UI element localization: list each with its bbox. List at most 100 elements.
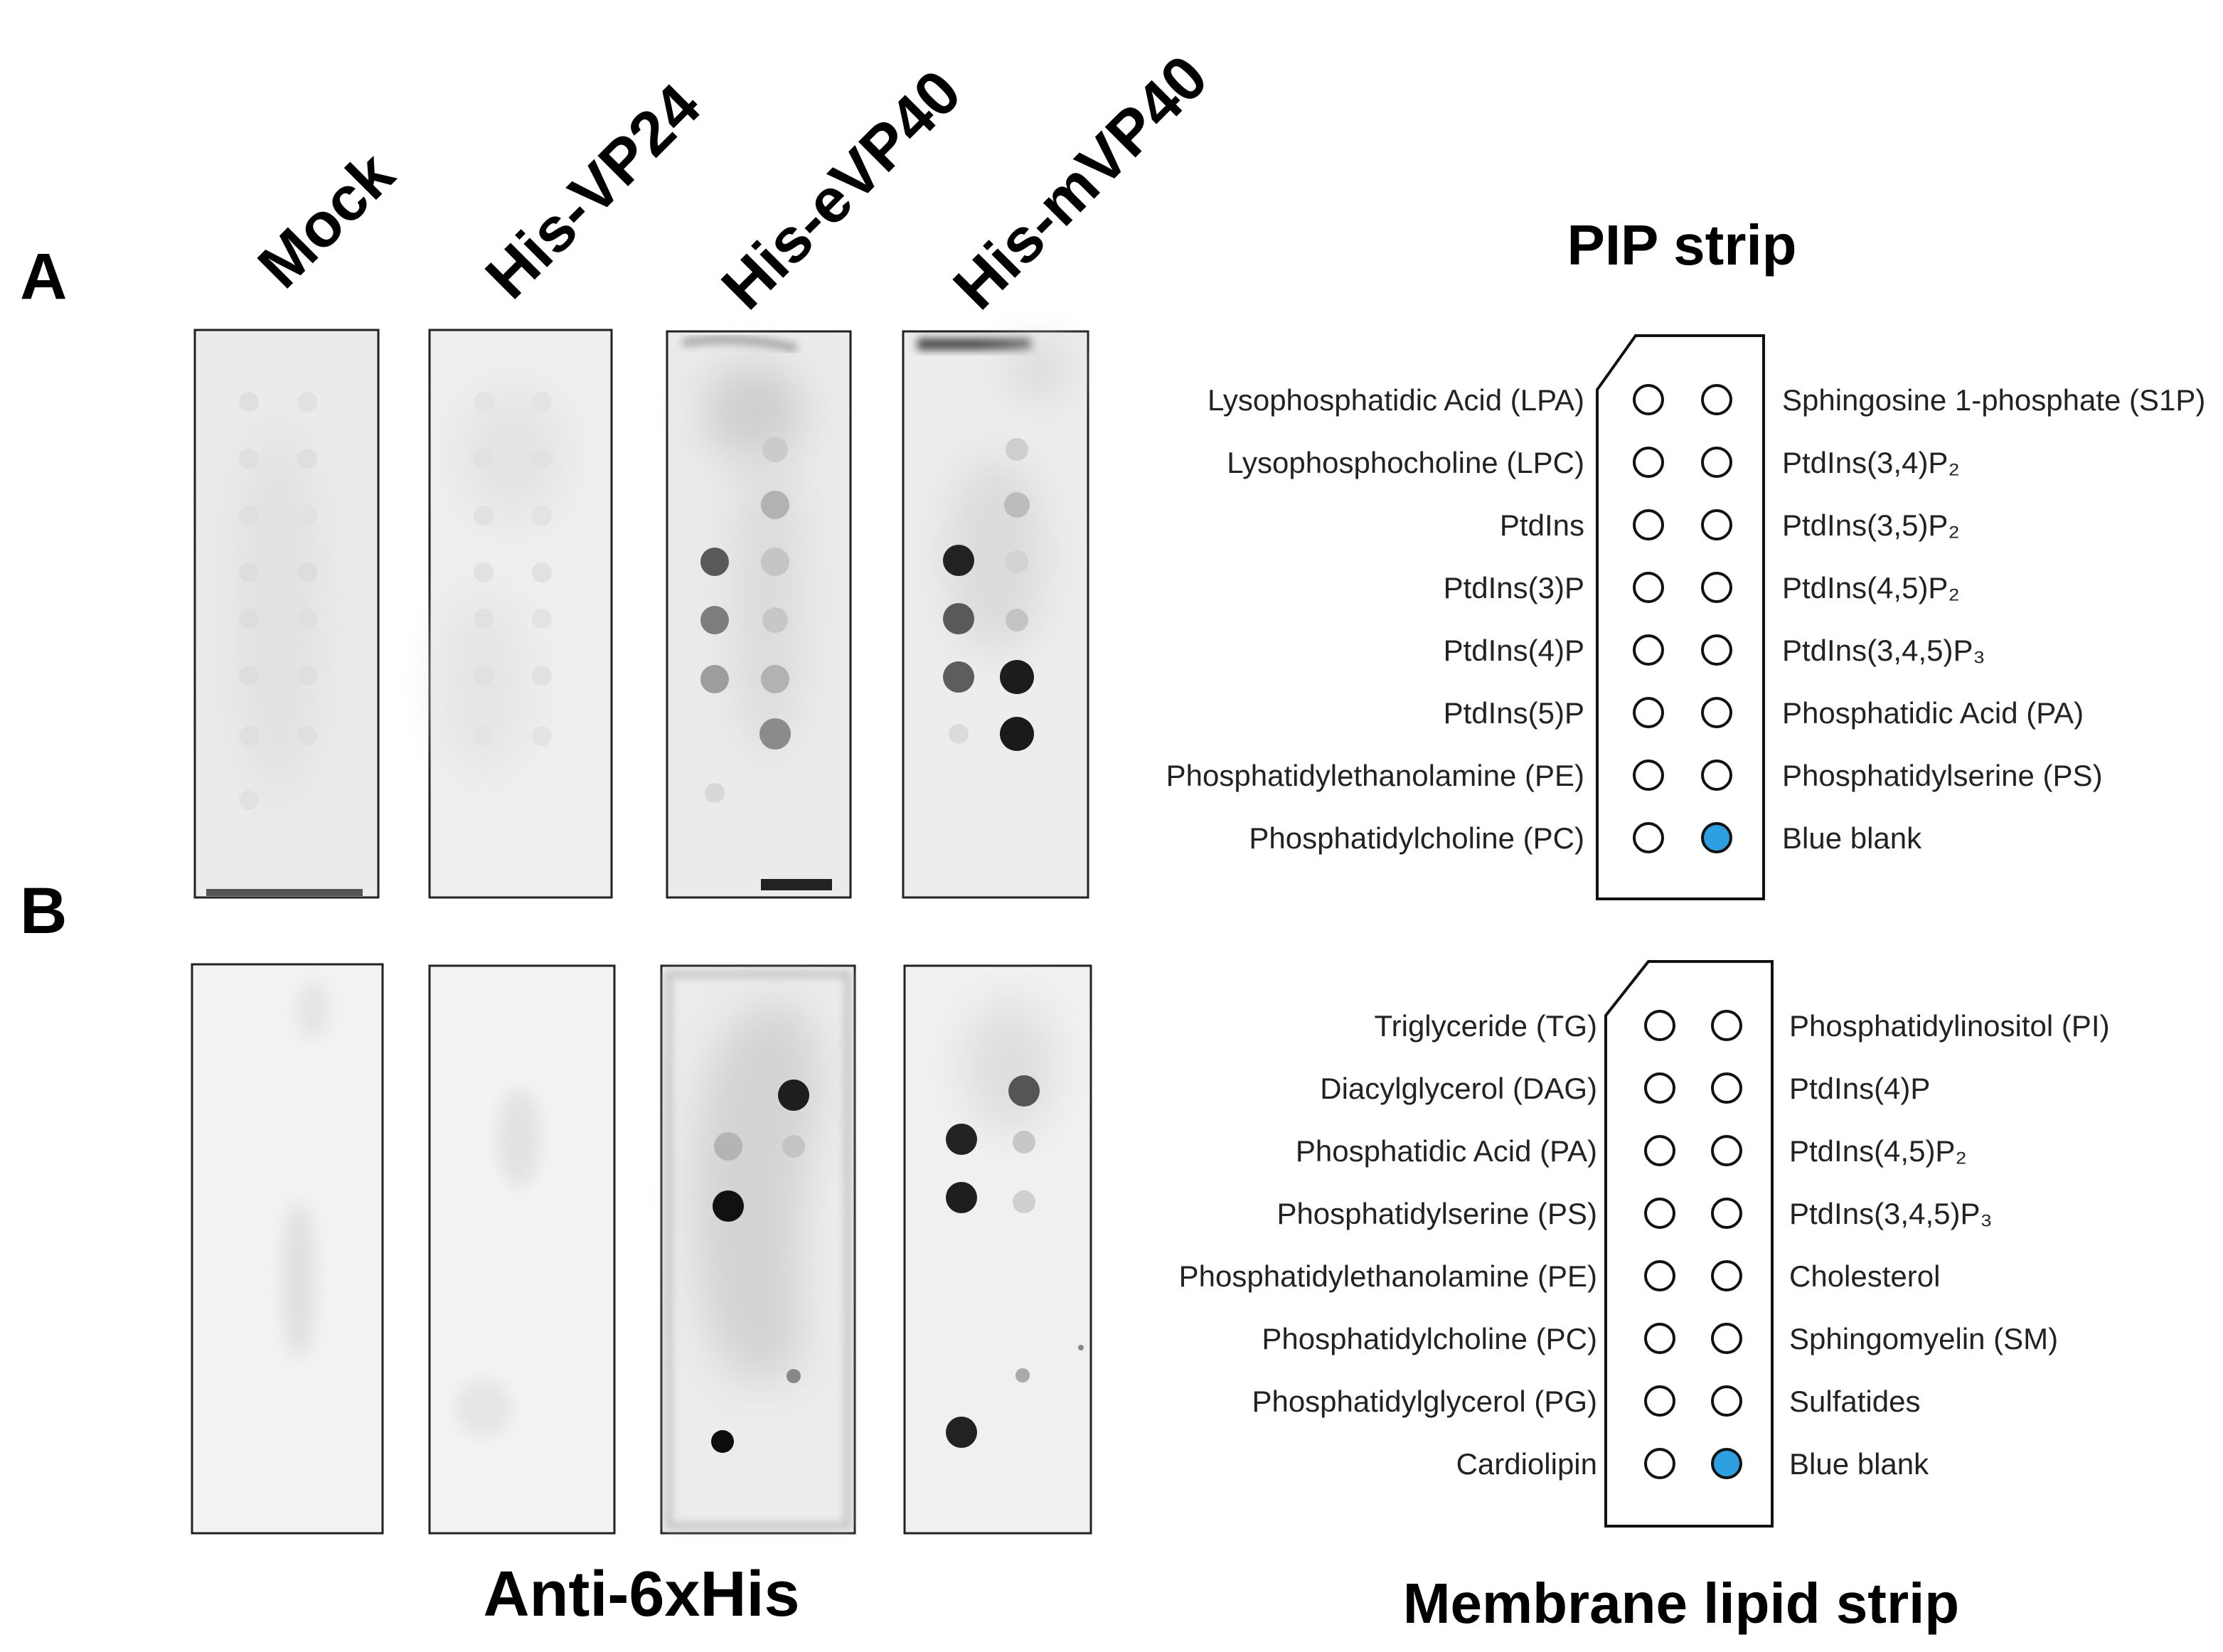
blot-spot [474,609,494,629]
pip-blue-blank-dot [1701,822,1732,853]
mem-dot-right-6 [1711,1323,1742,1354]
mem-dot-right-7 [1711,1385,1742,1417]
blot-spot [1015,1368,1030,1382]
blot-spot [474,666,494,686]
mem-dot-left-7 [1644,1385,1675,1417]
blot-spot [946,1124,977,1155]
membrane-strip-left-labels: Triglyceride (TG) Diacylglycerol (DAG) Pho… [1179,1009,1597,1481]
blot-spot [1006,609,1028,632]
blot-spot [474,506,494,526]
blot-spot [532,563,552,582]
blot-spot [532,506,552,526]
pip-right-label: PtdIns(3,4)P₂ [1782,446,1960,479]
blot-a-his-mvp40 [902,330,1089,899]
mem-dot-left-5 [1644,1260,1675,1291]
pip-dot-left-5 [1633,634,1664,666]
mem-left-label: Phosphatidylserine (PS) [1276,1197,1597,1230]
mem-dot-left-1 [1644,1010,1675,1041]
membrane-strip-dots [1644,1010,1742,1479]
blot-spot [713,1190,744,1222]
mem-dot-left-4 [1644,1198,1675,1229]
pip-dot-left-8 [1633,822,1664,853]
mem-right-label: Cholesterol [1789,1259,1940,1293]
lane-label-his-vp24: His-VP24 [471,70,713,312]
pip-right-label: Phosphatidylserine (PS) [1782,759,2103,792]
blot-spot [532,666,552,686]
panel-a-letter: A [20,240,67,313]
blot-spot [297,726,317,746]
pip-right-label: Blue blank [1782,821,1922,855]
pip-strip-left-labels: Lysophosphatidic Acid (LPA)Lysophosphoch… [1166,383,1584,855]
pip-right-label: PtdIns(3,5)P₂ [1782,508,1960,542]
blot-spot [474,726,494,746]
pip-left-label: Lysophosphocholine (LPC) [1227,446,1584,479]
blot-spot [297,506,317,526]
blot-spot [700,606,729,634]
blot-spot [1013,1131,1035,1153]
blot-spot [1004,492,1030,518]
pip-dot-left-3 [1633,509,1664,540]
blot-a-his-evp40 [666,330,852,899]
pip-right-label: Sphingosine 1-phosphate (S1P) [1782,383,2205,417]
blot-spot [946,1182,977,1213]
pip-left-label: Phosphatidylethanolamine (PE) [1166,759,1584,792]
pip-dot-right-4 [1701,572,1732,603]
mem-right-label: Phosphatidylinositol (PI) [1789,1009,2110,1043]
mem-blue-blank-dot [1711,1448,1742,1479]
pip-left-label: PtdIns(5)P [1444,696,1584,730]
pip-right-label: PtdIns(3,4,5)P₃ [1782,634,1985,667]
mem-left-label: Triglyceride (TG) [1375,1009,1597,1043]
mem-dot-left-2 [1644,1072,1675,1104]
blot-spot [239,609,259,629]
blot-spot [239,506,259,526]
pip-right-label: Phosphatidic Acid (PA) [1782,696,2084,730]
blot-spot [1008,1075,1040,1107]
membrane-strip-title: Membrane lipid strip [1403,1572,1959,1635]
pip-dot-left-4 [1633,572,1664,603]
blot-spot [711,1430,734,1453]
pip-strip-outline [1596,334,1765,900]
blot-spot [474,563,494,582]
blot-spot [297,563,317,582]
membrane-strip-right-labels: Phosphatidylinositol (PI) PtdIns(4)P PtdIn… [1789,1009,2110,1481]
blot-spot [714,1132,742,1161]
pip-dot-left-7 [1633,760,1664,791]
blot-spot [239,392,259,412]
mem-left-label: Cardiolipin [1456,1447,1597,1481]
blot-spot [700,665,729,693]
blot-spot [1000,660,1034,694]
blot-spot [297,449,317,469]
mem-dot-right-3 [1711,1135,1742,1166]
blot-spot [239,790,259,810]
pip-dot-right-2 [1701,447,1732,478]
pip-dot-right-3 [1701,509,1732,540]
blot-spot [949,724,969,744]
antibody-label: Anti-6xHis [483,1559,799,1630]
blot-spot [532,392,552,412]
mem-left-label: Phosphatidylethanolamine (PE) [1179,1259,1597,1293]
blot-spot [761,548,789,576]
blot-spot [297,609,317,629]
mem-right-label: PtdIns(4)P [1789,1072,1930,1105]
dot-blot-spots [239,392,1040,1453]
pip-dot-right-6 [1701,697,1732,728]
blot-spot [297,392,317,412]
pip-strip-dots [1633,384,1732,853]
blot-spot [700,548,729,576]
mem-dot-right-5 [1711,1260,1742,1291]
mem-left-label: Phosphatidylglycerol (PG) [1252,1385,1597,1418]
blot-spot [705,783,725,803]
blot-b-mock [191,963,384,1535]
mem-left-label: Diacylglycerol (DAG) [1320,1072,1597,1105]
mem-right-label: Blue blank [1789,1447,1929,1481]
blot-b-his-vp24 [428,964,616,1535]
mem-dot-left-8 [1644,1448,1675,1479]
mem-right-label: PtdIns(4,5)P₂ [1789,1134,1967,1168]
pip-strip-right-labels: Sphingosine 1-phosphate (S1P) PtdIns(3,4)… [1782,383,2205,855]
pip-dot-right-7 [1701,760,1732,791]
pip-strip-title: PIP strip [1567,213,1796,277]
pip-left-label: PtdIns(4)P [1444,634,1584,667]
blot-spot [239,666,259,686]
blot-spot [761,491,789,519]
